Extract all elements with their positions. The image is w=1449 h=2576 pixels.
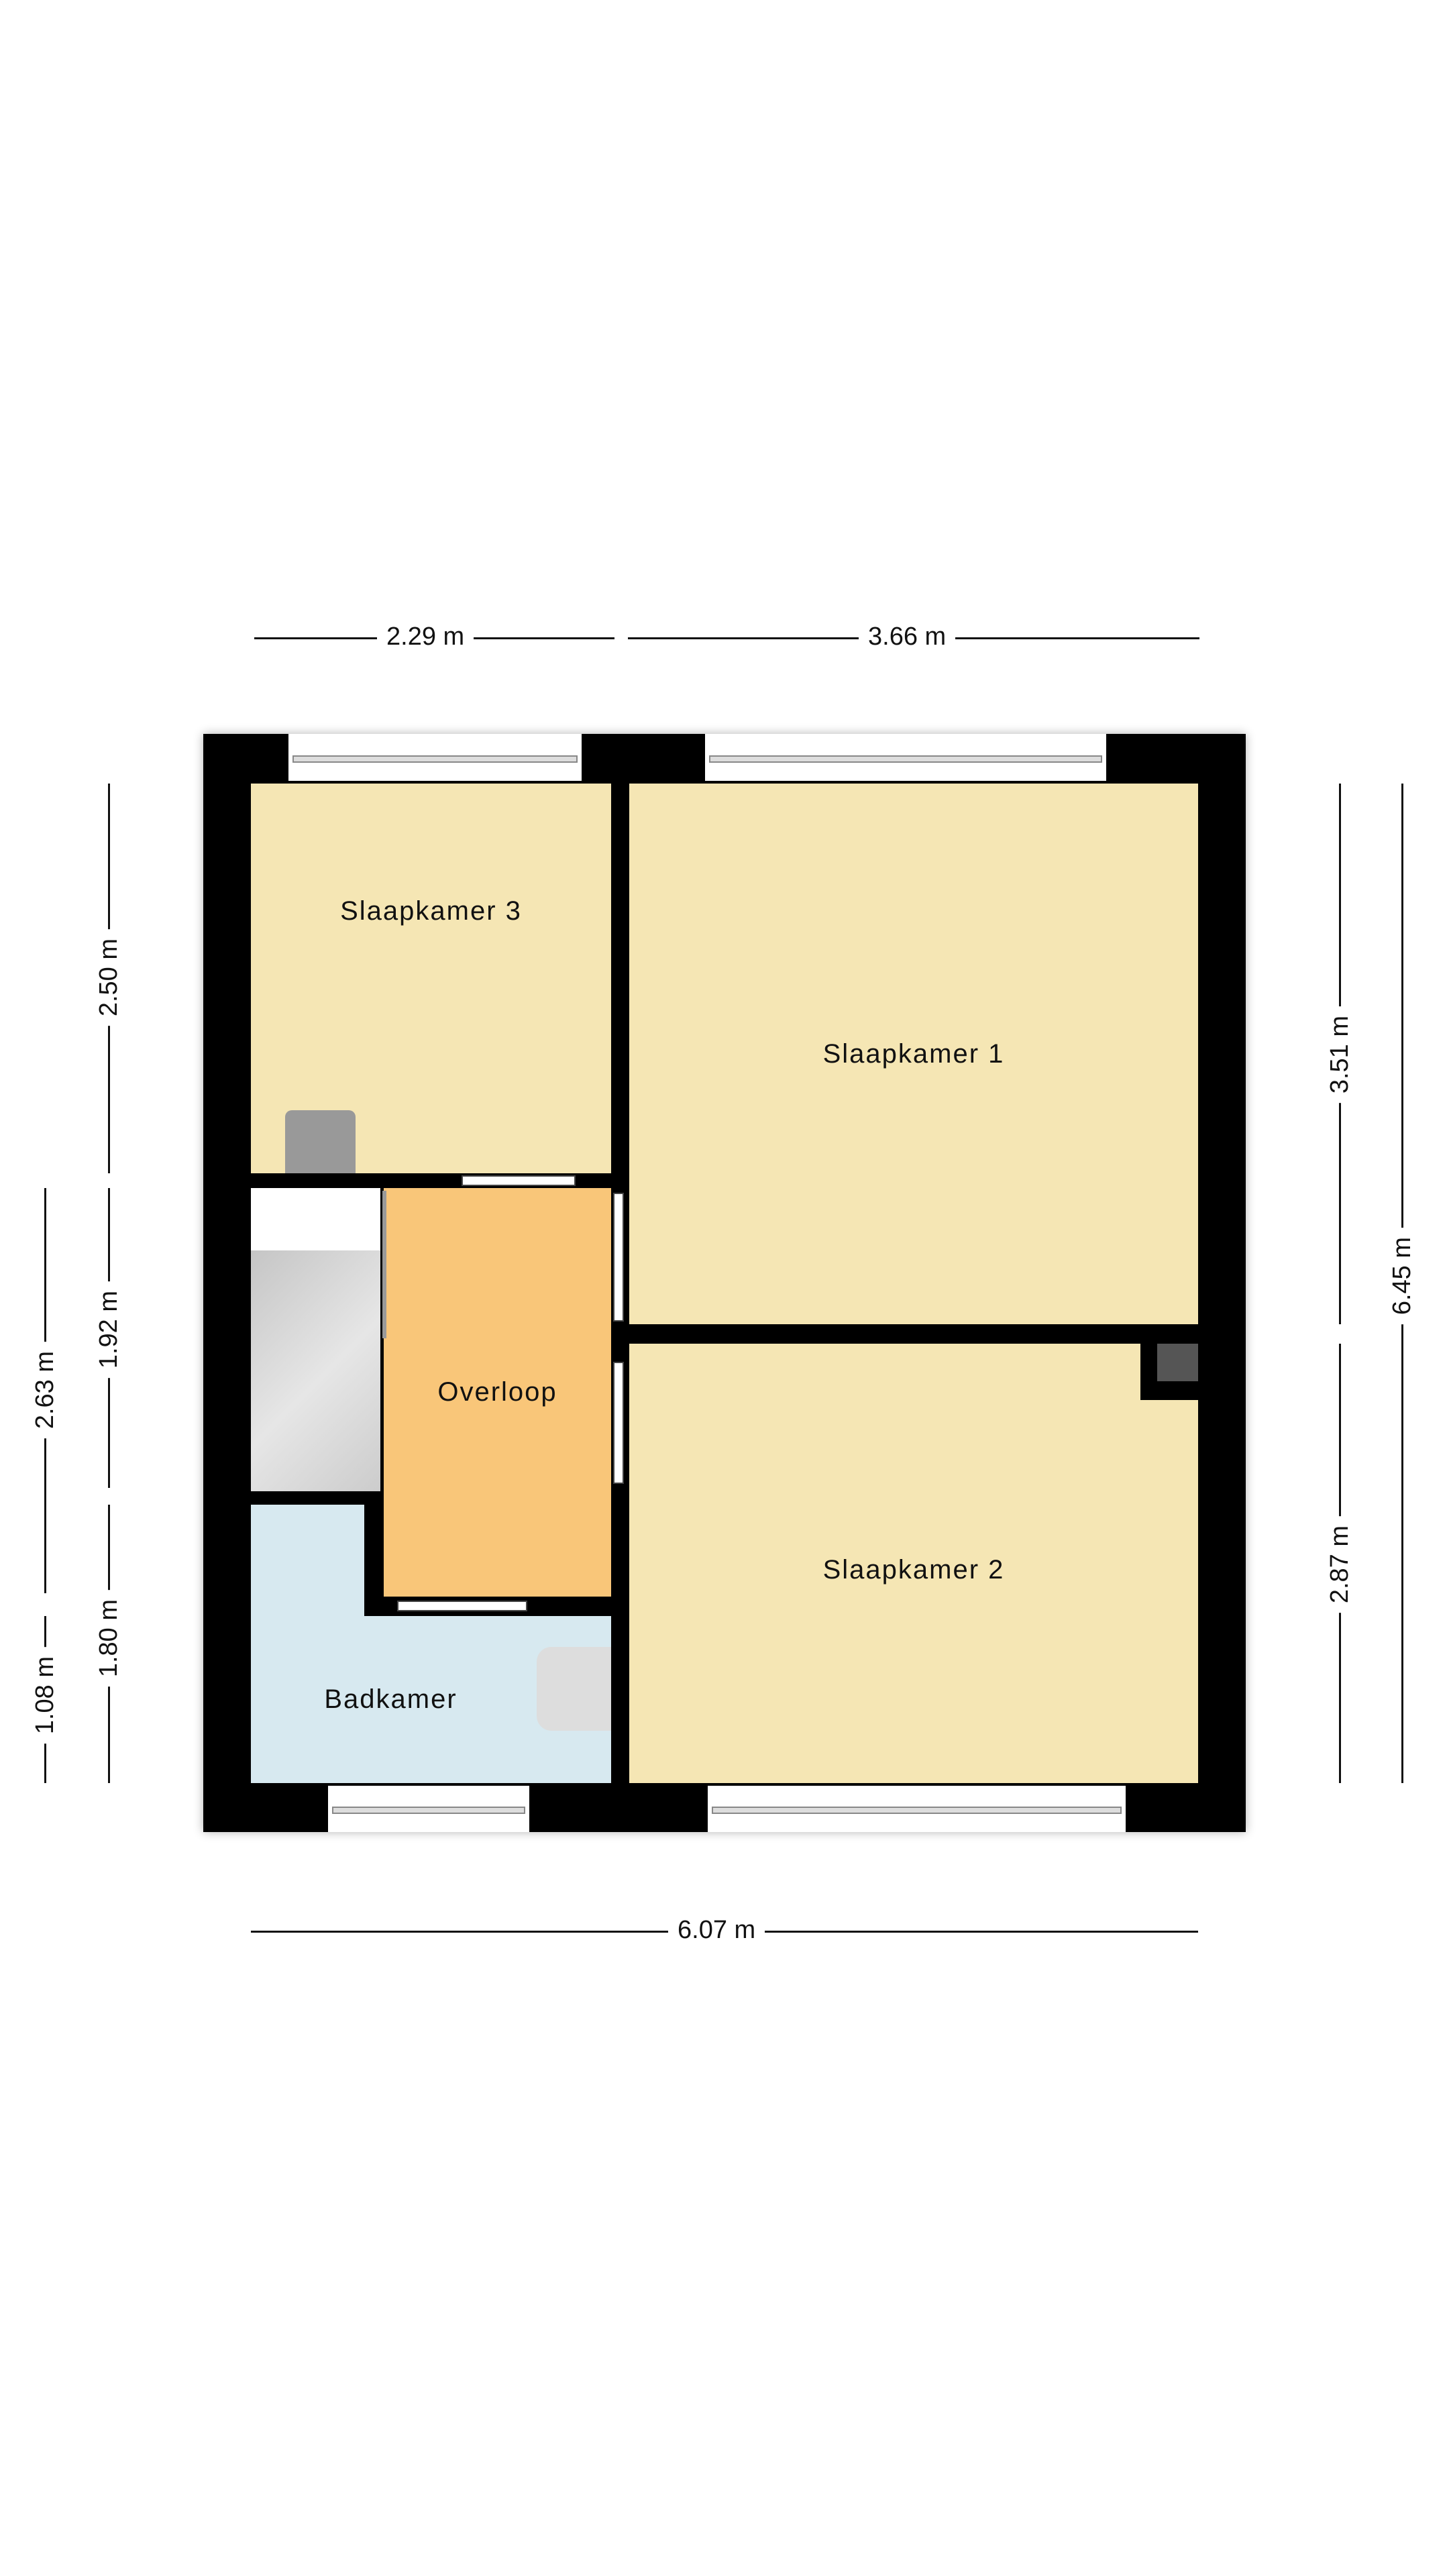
room-slaapkamer-3: Slaapkamer 3	[251, 784, 611, 1173]
door-slaapkamer-2[interactable]	[613, 1362, 624, 1484]
door-slaapkamer-3[interactable]	[462, 1175, 576, 1186]
dim-label: 2.63 m	[31, 1342, 60, 1439]
window	[705, 734, 1106, 781]
dim-label: 3.66 m	[859, 623, 956, 651]
boiler	[285, 1110, 356, 1173]
room-slaapkamer-1: Slaapkamer 1	[629, 784, 1198, 1324]
dim-label: 2.50 m	[95, 929, 123, 1026]
bathroom-upper	[251, 1505, 364, 1619]
sink	[537, 1647, 611, 1731]
dim-label: 6.45 m	[1388, 1228, 1417, 1325]
dim-label: 1.92 m	[95, 1281, 123, 1379]
room-label: Slaapkamer 3	[340, 896, 522, 926]
door-slaapkamer-1[interactable]	[613, 1193, 624, 1322]
dim-label: 2.87 m	[1326, 1516, 1354, 1613]
room-label: Badkamer	[324, 1684, 458, 1714]
room-label: Overloop	[437, 1377, 557, 1407]
dim-label: 2.29 m	[377, 623, 474, 651]
dim-label: 6.07 m	[668, 1916, 765, 1945]
stairs-landing	[251, 1188, 380, 1250]
chimney-duct	[1157, 1344, 1198, 1381]
dim-label: 1.80 m	[95, 1590, 123, 1687]
room-slaapkamer-2: Slaapkamer 2	[629, 1344, 1198, 1783]
room-label: Slaapkamer 1	[822, 1038, 1005, 1069]
dim-label: 3.51 m	[1326, 1006, 1354, 1104]
handrail	[382, 1191, 386, 1338]
door-badkamer[interactable]	[397, 1601, 527, 1611]
room-overloop: Overloop	[384, 1188, 611, 1597]
window	[288, 734, 582, 781]
dim-label: 1.08 m	[31, 1647, 60, 1744]
room-label: Slaapkamer 2	[822, 1555, 1005, 1585]
window	[328, 1786, 529, 1832]
window	[708, 1786, 1126, 1832]
